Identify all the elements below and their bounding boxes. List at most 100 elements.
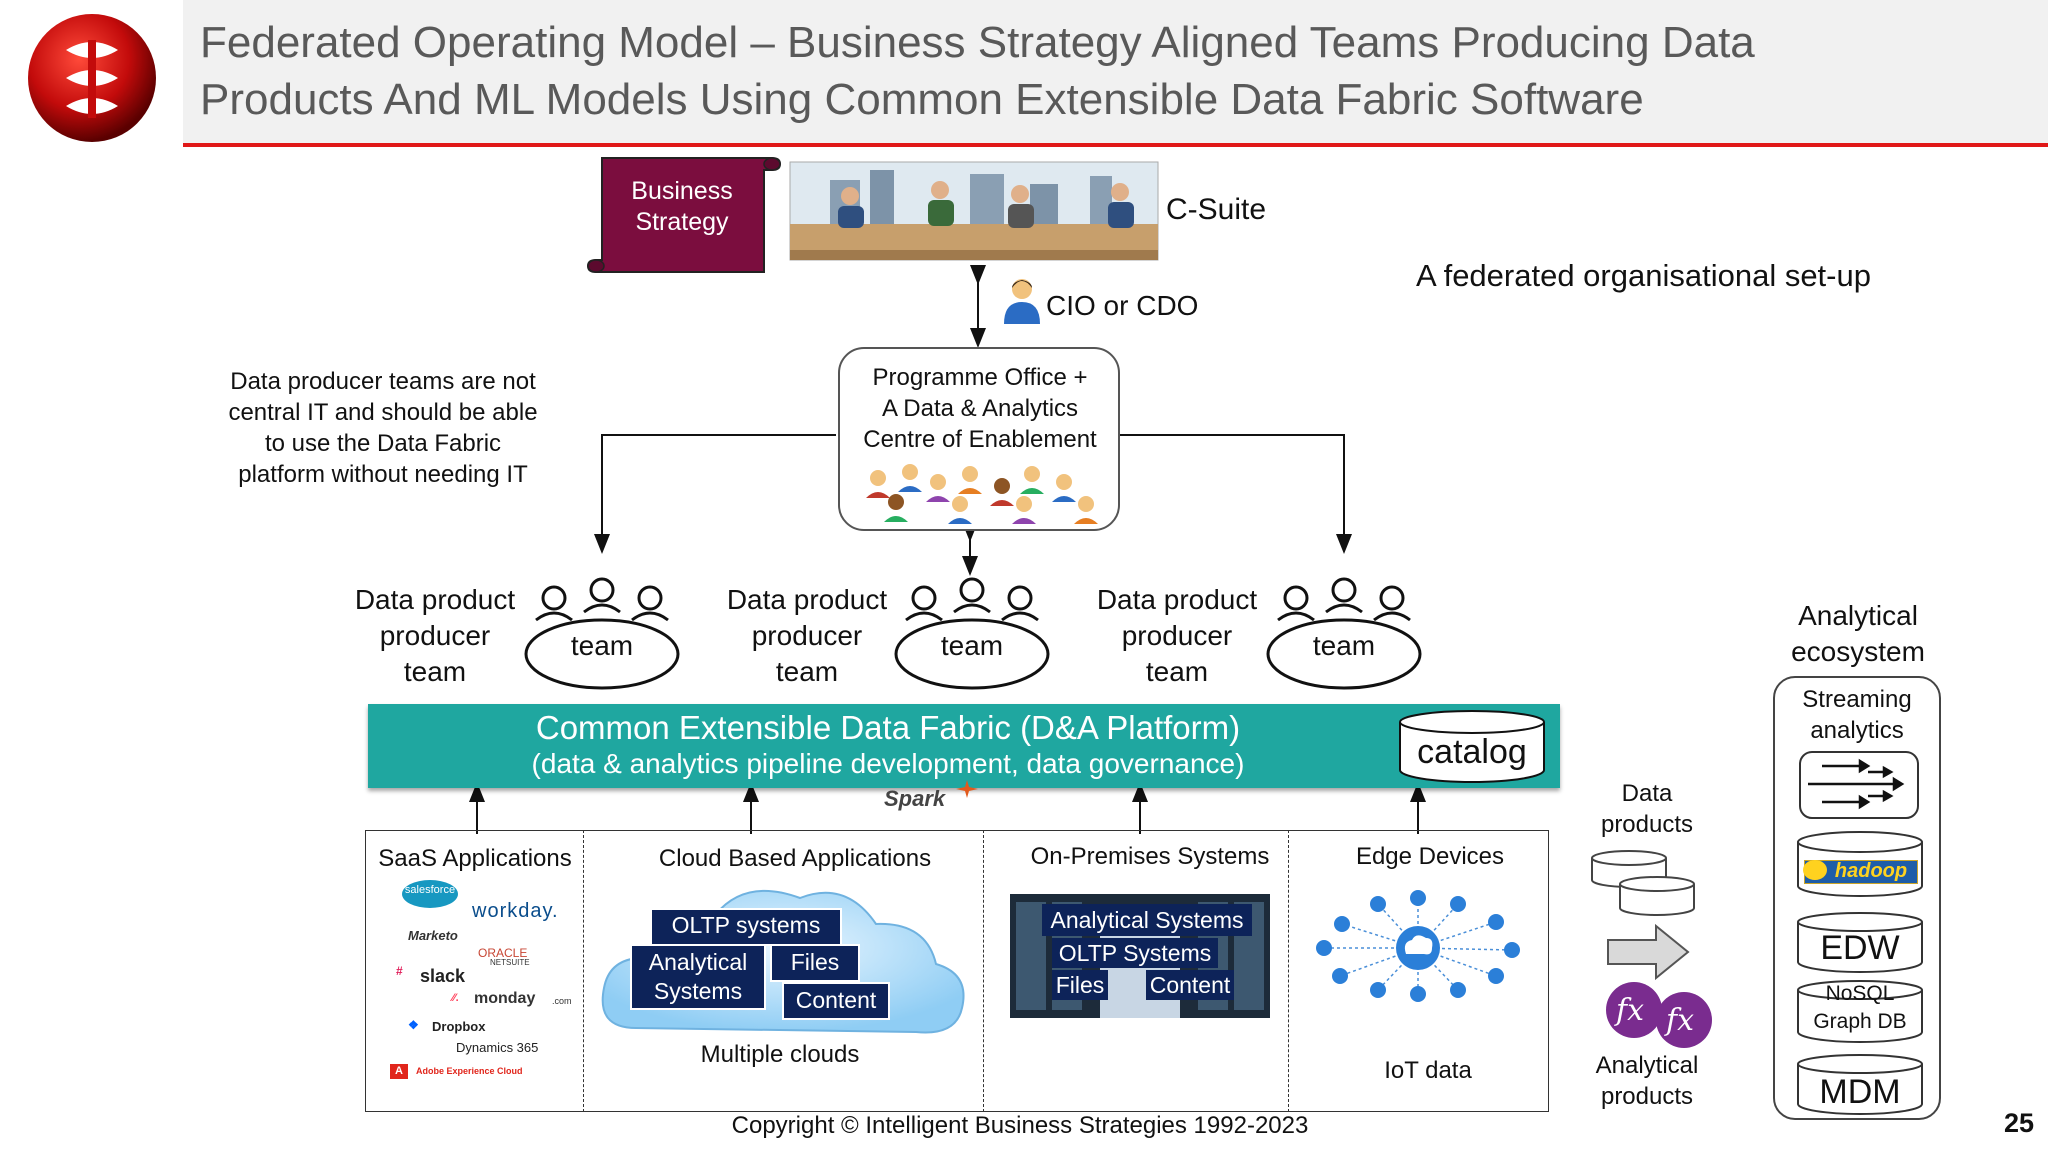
onprem-files-box: [1052, 970, 1108, 1000]
fx-icon: fx fx: [1606, 982, 1712, 1048]
nosql-cylinder-icon: [1797, 980, 1923, 1043]
analytical-products-label: Analytical products: [1572, 1050, 1722, 1112]
boardroom-meeting-image: [789, 161, 1159, 261]
team-2-line3: team: [775, 656, 839, 687]
title-line-2: Products And ML Models Using Common Exte…: [200, 75, 1644, 124]
onprem-content-label: Content: [1149, 972, 1231, 998]
cloud-analytical-line1: Analytical: [648, 949, 748, 975]
c-suite-label: C-Suite: [1166, 193, 1267, 226]
salesforce-logo: salesforce: [404, 884, 456, 896]
team-2-line2: producer: [751, 620, 863, 651]
onprem-content-box: [1146, 970, 1234, 1000]
logo-icon: [28, 14, 156, 142]
catalog-cylinder-icon: [1399, 710, 1545, 783]
po-line-2: A Data & Analytics: [881, 395, 1079, 422]
team-3-icon-label: team: [1312, 630, 1376, 661]
ecosystem-title-line2: ecosystem: [1791, 636, 1925, 667]
salesforce-cloud-icon: [402, 880, 458, 908]
header-band: [183, 0, 2048, 143]
slack-logo: slack: [420, 966, 466, 986]
data-products-cylinders-icon: [1591, 850, 1695, 916]
data-products-line1: Data: [1621, 780, 1673, 807]
note-line-2: central IT and should be able: [228, 399, 538, 426]
team-3-line1: Data product: [1096, 584, 1258, 615]
nosql-label: NoSQL: [1825, 982, 1895, 1005]
adobe-logo: Adobe Experience Cloud: [416, 1066, 523, 1076]
page-number: 25: [2003, 1108, 2034, 1138]
netsuite-logo: NETSUITE: [490, 958, 530, 967]
platform-title: Common Extensible Data Fabric (D&A Platf…: [535, 709, 1241, 746]
team-1-icon-label: team: [570, 630, 634, 661]
team-1-line1: Data product: [354, 584, 516, 615]
header-rule: [183, 143, 2048, 147]
data-products-line2: products: [1600, 811, 1694, 838]
spark-star-icon: [956, 780, 978, 798]
person-icon: [1004, 279, 1040, 324]
iot-data-label: IoT data: [1384, 1057, 1472, 1084]
po-line-3: Centre of Enablement: [863, 426, 1097, 453]
onprem-oltp-label: OLTP Systems: [1058, 940, 1212, 966]
onprem-files-label: Files: [1055, 972, 1105, 998]
marketo-logo: Marketo: [408, 928, 458, 943]
team-3-line2: producer: [1121, 620, 1233, 651]
cloud-content-box: [782, 982, 890, 1020]
team-icon: [894, 577, 1050, 690]
cloud-analytical-line2: Systems: [653, 978, 743, 1004]
monday-dots-icon: ⁄⁄.: [452, 992, 459, 1004]
hadoop-elephant-icon: [1803, 860, 1827, 880]
graph-db-label: Graph DB: [1813, 1010, 1907, 1033]
note-line-3: to use the Data Fabric: [264, 430, 502, 457]
team-1-line2: producer: [379, 620, 491, 651]
team-3-line3: team: [1145, 656, 1209, 687]
dropbox-logo: Dropbox: [432, 1019, 486, 1034]
divider: [1288, 830, 1289, 1112]
arrow-right-icon: [1607, 923, 1690, 981]
team-3-label: Data product producer team: [1082, 582, 1272, 690]
onprem-title: On-Premises Systems: [1030, 843, 1270, 870]
analytical-products-line1: Analytical: [1595, 1052, 1699, 1079]
edw-label: EDW: [1820, 929, 1900, 967]
federated-label: A federated organisational set-up: [1416, 258, 1871, 293]
title-line-1: Federated Operating Model – Business Str…: [200, 18, 1755, 67]
note-line-1: Data producer teams are not: [230, 368, 536, 395]
team-1-line3: team: [403, 656, 467, 687]
onprem-analytical-box: [1042, 904, 1252, 936]
cloud-analytical-box: [630, 944, 766, 1010]
data-sources-box: [365, 830, 1549, 1112]
team-icon: [1266, 577, 1422, 690]
cloud-title: Cloud Based Applications: [658, 845, 932, 872]
divider: [983, 830, 984, 1112]
cloud-oltp-label: OLTP systems: [671, 912, 821, 938]
edw-cylinder-icon: [1797, 912, 1923, 973]
platform-subtitle: (data & analytics pipeline development, …: [531, 748, 1245, 779]
cio-label: CIO or CDO: [1046, 290, 1199, 321]
workday-logo: workday.: [472, 900, 559, 922]
mdm-label: MDM: [1819, 1073, 1901, 1111]
mdm-cylinder-icon: [1797, 1054, 1923, 1115]
saas-title: SaaS Applications: [378, 845, 572, 872]
team-1-label: Data product producer team: [340, 582, 530, 690]
fx-text-1: fx: [1614, 993, 1644, 1028]
multiple-clouds-label: Multiple clouds: [700, 1041, 860, 1068]
business-strategy-label: Business Strategy: [608, 176, 756, 238]
people-group-icon: [866, 464, 1098, 524]
producer-teams-note: Data producer teams are not central IT a…: [196, 366, 570, 490]
onprem-oltp-box: [1052, 938, 1218, 968]
edge-title: Edge Devices: [1355, 843, 1505, 870]
dynamics-logo: Dynamics 365: [456, 1040, 539, 1055]
catalog-label: catalog: [1417, 733, 1527, 771]
iot-network-icon: [1316, 890, 1520, 1002]
copyright-text: Copyright © Intelligent Business Strateg…: [731, 1112, 1309, 1139]
cloud-oltp-box: [650, 908, 842, 946]
programme-office-label: Programme Office + A Data & Analytics Ce…: [846, 362, 1114, 455]
ecosystem-title: Analytical ecosystem: [1758, 598, 1958, 670]
data-products-label: Data products: [1572, 778, 1722, 840]
hadoop-label: hadoop: [1834, 860, 1908, 882]
adobe-icon: A: [390, 1064, 408, 1079]
page-title: Federated Operating Model – Business Str…: [200, 14, 2020, 128]
cloud-content-label: Content: [795, 987, 877, 1013]
onprem-analytical-label: Analytical Systems: [1050, 907, 1244, 933]
business-strategy-line1: Business: [631, 177, 733, 205]
oracle-logo: ORACLE: [478, 946, 528, 960]
